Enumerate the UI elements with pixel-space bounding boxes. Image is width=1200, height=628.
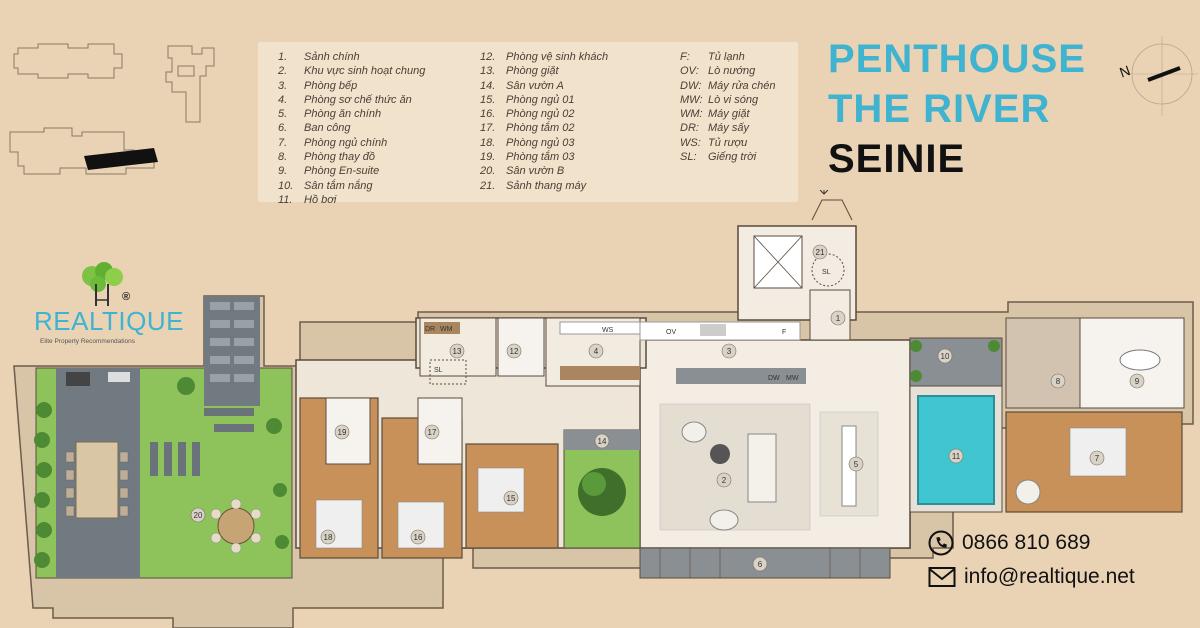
- room-label-1: 1: [836, 314, 841, 323]
- appliance-label-dr: DR: [425, 326, 435, 333]
- legend-item: 15.Phòng ngủ 01: [480, 93, 575, 106]
- brand-name-part1: REAL: [34, 306, 102, 336]
- registered-mark: ®: [122, 291, 130, 303]
- legend-abbr-item: SL:Giếng trời: [680, 151, 757, 164]
- legend-item: 1.Sảnh chính: [278, 51, 360, 63]
- mail-icon: [928, 567, 956, 587]
- legend-item: 13.Phòng giặt: [480, 65, 559, 78]
- legend-item: 5.Phòng ăn chính: [278, 108, 382, 121]
- legend-abbr-item: MW:Lò vi sóng: [680, 93, 759, 106]
- legend-item: 3.Phòng bếp: [278, 79, 358, 92]
- legend-item: 7.Phòng ngủ chính: [278, 136, 388, 149]
- title-line-3: SEINIE: [828, 137, 966, 181]
- room-label-5: 5: [854, 460, 859, 469]
- email-address[interactable]: info@realtique.net: [964, 565, 1135, 588]
- brand-wordmark: REALTIQUE: [34, 306, 184, 337]
- highlighted-unit: [84, 148, 158, 170]
- legend-item: 10.Sân tắm nắng: [278, 179, 373, 192]
- legend-item: 21.Sảnh thang máy: [480, 179, 587, 192]
- legend-item: 19.Phòng tắm 03: [480, 151, 575, 164]
- phone-number[interactable]: 0866 810 689: [962, 531, 1091, 554]
- room-label-11: 11: [952, 452, 961, 461]
- appliance-label-ws: WS: [602, 327, 614, 334]
- email-row: info@realtique.net: [928, 560, 1135, 594]
- room-label-9: 9: [1135, 377, 1140, 386]
- skylight-label-lobby: SL: [822, 269, 831, 276]
- skylight-label-laundry: SL: [434, 367, 443, 374]
- room-label-8: 8: [1056, 377, 1061, 386]
- phone-row: 0866 810 689: [928, 526, 1135, 560]
- title-line-2: THE RIVER: [828, 87, 1051, 131]
- legend-item: 2.Khu vực sinh hoạt chung: [278, 65, 426, 78]
- legend-box: 1.Sảnh chính 2.Khu vực sinh hoạt chung 3…: [258, 42, 798, 206]
- legend-abbr-item: WM:Máy giặt: [680, 108, 750, 121]
- tree-logo-icon: ®: [82, 262, 130, 306]
- legend-item: 12.Phòng vệ sinh khách: [480, 51, 609, 63]
- legend-abbr-item: DW:Máy rửa chén: [680, 79, 776, 92]
- room-label-14: 14: [598, 437, 607, 446]
- room-label-10: 10: [941, 352, 950, 361]
- room-label-12: 12: [510, 347, 519, 356]
- legend-rooms-col2: 12.Phòng vệ sinh khách 13.Phòng giặt 14.…: [480, 50, 608, 193]
- appliance-label-ov: OV: [666, 329, 676, 336]
- room-label-6: 6: [758, 560, 763, 569]
- legend-item: 4.Phòng sơ chế thức ăn: [278, 93, 412, 106]
- title-line-1: PENTHOUSE: [828, 37, 1086, 81]
- project-title: PENTHOUSE THE RIVER SEINIE: [828, 34, 1086, 184]
- room-label-2: 2: [722, 476, 727, 485]
- room-label-21: 21: [816, 248, 825, 257]
- room-label-20: 20: [194, 511, 203, 520]
- legend-item: 18.Phòng ngủ 03: [480, 136, 575, 149]
- room-label-15: 15: [507, 494, 516, 503]
- legend-item: 14.Sân vườn A: [480, 79, 564, 92]
- room-label-17: 17: [428, 428, 437, 437]
- brand-logo: ® REALTIQUE Elite Property Recommendatio…: [34, 262, 204, 352]
- room-label-7: 7: [1095, 454, 1100, 463]
- room-label-16: 16: [414, 533, 423, 542]
- legend-rooms-col1: 1.Sảnh chính 2.Khu vực sinh hoạt chung 3…: [278, 50, 425, 207]
- brand-tagline: Elite Property Recommendations: [40, 338, 136, 345]
- legend-item: 8.Phòng thay đồ: [278, 151, 375, 164]
- room-label-19: 19: [338, 428, 347, 437]
- room-label-13: 13: [453, 347, 462, 356]
- legend-item: 9.Phòng En-suite: [278, 165, 380, 178]
- compass-north-label: N: [1118, 62, 1132, 80]
- room-label-18: 18: [324, 533, 333, 542]
- appliance-label-wm: WM: [440, 326, 453, 333]
- appliance-label-f: F: [782, 329, 786, 336]
- legend-abbr-item: F:Tủ lạnh: [680, 51, 745, 63]
- legend-abbr-item: WS:Tủ rượu: [680, 136, 748, 149]
- room-label-4: 4: [594, 347, 599, 356]
- legend-item: 17.Phòng tắm 02: [480, 122, 575, 135]
- legend-item: 16.Phòng ngủ 02: [480, 108, 575, 121]
- appliance-label-mw: MW: [786, 375, 799, 382]
- legend-item: 11.Hồ bơi: [278, 193, 337, 206]
- appliance-label-dw: DW: [768, 375, 780, 382]
- legend-item: 20.Sân vườn B: [480, 165, 565, 178]
- compass-icon: N: [1118, 36, 1198, 116]
- brand-name-part2: TIQUE: [102, 306, 184, 336]
- legend-abbr-item: DR:Máy sấy: [680, 122, 749, 135]
- floor-plan: 1 2 3 4 5 6 7 8 9 10 11 12 13 14 15 16 1…: [13, 190, 1194, 628]
- phone-icon: [928, 530, 954, 556]
- room-label-3: 3: [727, 347, 732, 356]
- legend-abbr-item: OV:Lò nướng: [680, 65, 756, 78]
- legend-item: 6.Ban công: [278, 122, 351, 135]
- contact-info: 0866 810 689 info@realtique.net: [928, 526, 1135, 594]
- legend-abbreviations: F:Tủ lạnh OV:Lò nướng DW:Máy rửa chén MW…: [680, 50, 776, 164]
- key-plan: [9, 43, 215, 175]
